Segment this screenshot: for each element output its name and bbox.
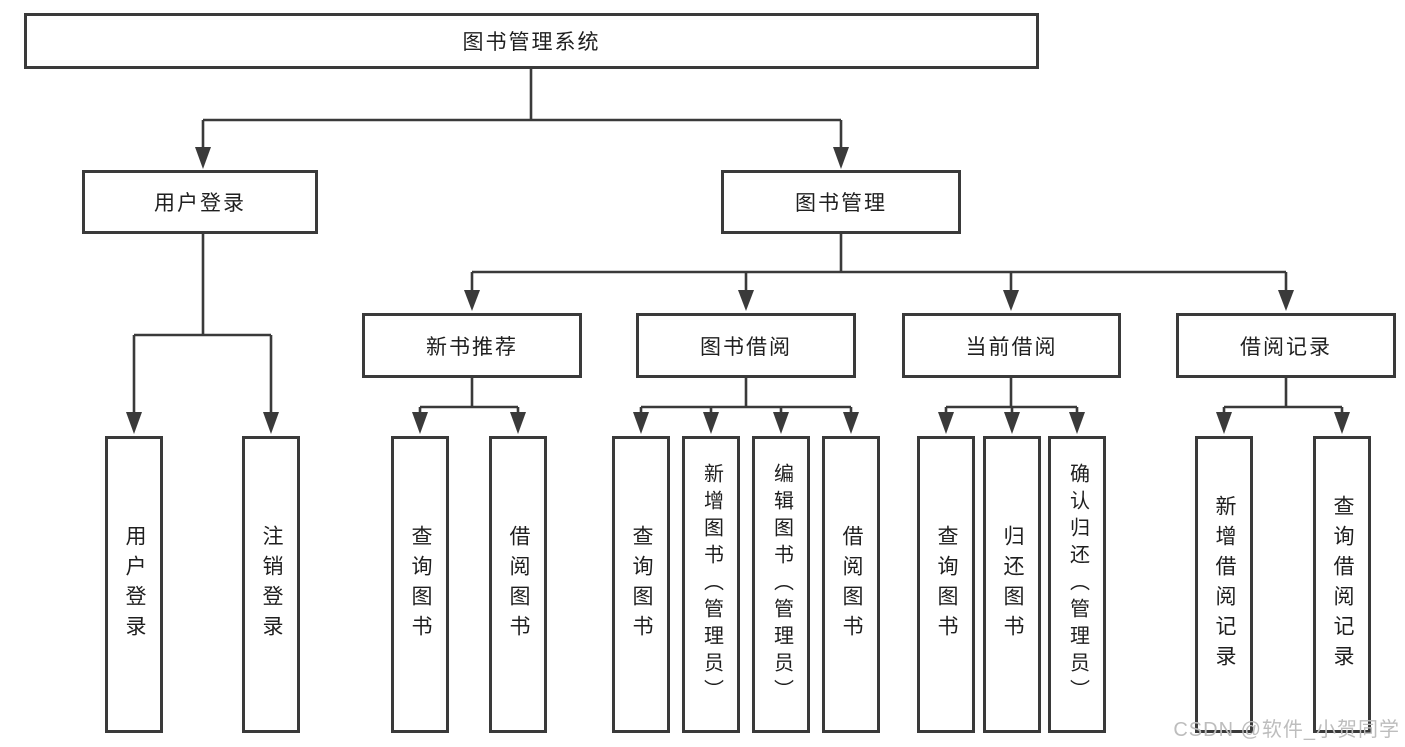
csdn-watermark: CSDN @软件_小贺同学 [1173,719,1400,741]
leaf-logout-label: 注销登录 [260,524,284,645]
leaf-current-search-book: 查询图书 [917,436,975,733]
leaf-user-login-label: 用户登录 [123,524,147,645]
node-root: 图书管理系统 [24,13,1039,69]
leaf-confirm-return-admin: 确认归还（管理员） [1048,436,1106,733]
leaf-add-book-admin-label: 新增图书（管理员） [700,463,723,706]
node-root-label: 图书管理系统 [462,31,601,54]
leaf-borrow-book-label: 借阅图书 [840,524,864,645]
leaf-return-book-label: 归还图书 [1001,524,1025,645]
leaf-recommend-borrow-book-label: 借阅图书 [507,524,531,645]
leaf-search-borrow-record-label: 查询借阅记录 [1331,494,1355,675]
node-book-borrow: 图书借阅 [636,313,856,378]
node-user-login: 用户登录 [82,170,318,234]
node-new-book-recommend: 新书推荐 [362,313,582,378]
leaf-add-borrow-record: 新增借阅记录 [1195,436,1253,733]
node-borrow-records-label: 借阅记录 [1240,335,1332,359]
leaf-user-login: 用户登录 [105,436,163,733]
leaf-logout: 注销登录 [242,436,300,733]
leaf-edit-book-admin-label: 编辑图书（管理员） [770,463,793,706]
leaf-recommend-search-book: 查询图书 [391,436,449,733]
leaf-borrow-search-book-label: 查询图书 [630,524,654,645]
leaf-recommend-search-book-label: 查询图书 [409,524,433,645]
leaf-borrow-search-book: 查询图书 [612,436,670,733]
leaf-borrow-book: 借阅图书 [822,436,880,733]
node-current-borrow-label: 当前借阅 [965,335,1058,359]
node-book-management: 图书管理 [721,170,961,234]
leaf-search-borrow-record: 查询借阅记录 [1313,436,1371,733]
leaf-confirm-return-admin-label: 确认归还（管理员） [1066,463,1089,706]
leaf-edit-book-admin: 编辑图书（管理员） [752,436,810,733]
node-borrow-records: 借阅记录 [1176,313,1396,378]
node-book-borrow-label: 图书借阅 [700,335,792,359]
node-current-borrow: 当前借阅 [902,313,1121,378]
node-new-book-recommend-label: 新书推荐 [426,335,518,359]
leaf-add-borrow-record-label: 新增借阅记录 [1213,494,1237,675]
leaf-return-book: 归还图书 [983,436,1041,733]
leaf-current-search-book-label: 查询图书 [935,524,959,645]
leaf-add-book-admin: 新增图书（管理员） [682,436,740,733]
node-book-management-label: 图书管理 [795,192,887,215]
leaf-recommend-borrow-book: 借阅图书 [489,436,547,733]
node-user-login-label: 用户登录 [154,192,246,215]
